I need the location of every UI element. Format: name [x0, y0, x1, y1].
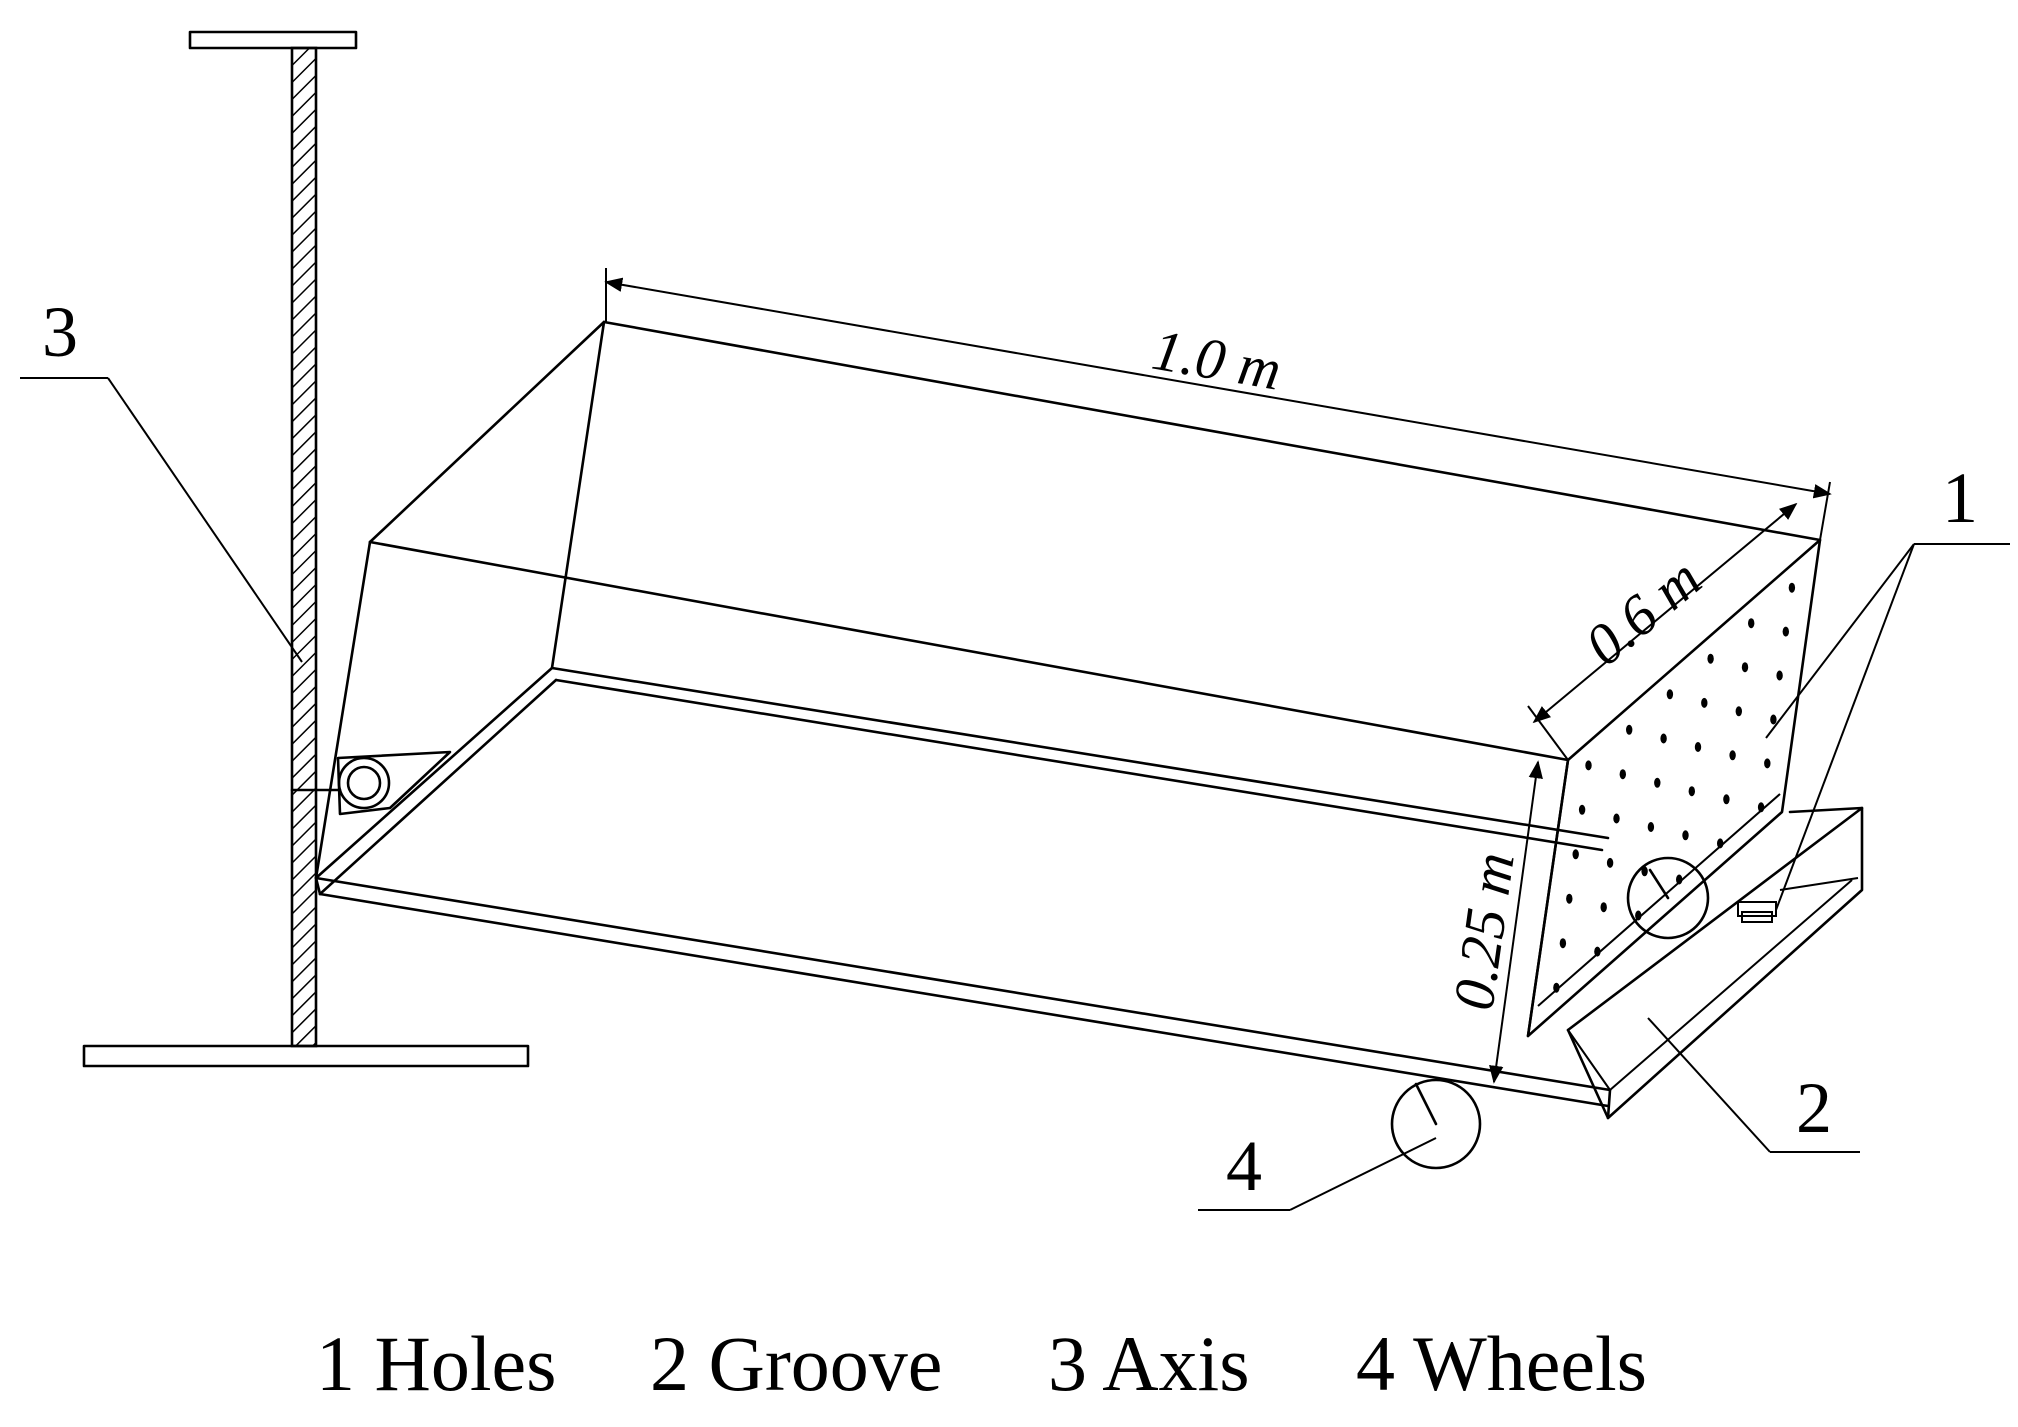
wheel-front: [1390, 1078, 1482, 1170]
callout-3: 3: [42, 292, 78, 372]
callout-leaders: [20, 377, 2010, 1211]
wheel-rear: [1626, 856, 1710, 940]
hole: [1594, 946, 1601, 957]
hole: [1559, 938, 1567, 949]
axis-post: [290, 46, 318, 1048]
hole: [1578, 804, 1586, 815]
hole: [1748, 618, 1755, 629]
dimension-width-label: 0.6 m: [1573, 545, 1714, 678]
hole: [1717, 838, 1724, 849]
hole: [1635, 910, 1642, 921]
callout-2: 2: [1796, 1068, 1832, 1148]
hole: [1701, 697, 1708, 708]
hole: [1682, 830, 1689, 841]
callout-4: 4: [1226, 1126, 1262, 1206]
callout-1: 1: [1942, 458, 1978, 538]
hole: [1647, 822, 1655, 832]
hole: [1553, 982, 1560, 993]
legend-item-wheels: 4 Wheels: [1356, 1320, 1647, 1407]
hole: [1613, 813, 1620, 824]
dimension-length-label: 1.0 m: [1148, 317, 1286, 403]
hole: [1572, 849, 1579, 860]
legend-item-holes: 1 Holes: [316, 1320, 556, 1407]
hole: [1606, 857, 1614, 868]
hole: [1666, 689, 1674, 700]
hole: [1676, 874, 1683, 885]
hole: [1788, 582, 1796, 593]
dimension-height-label: 0.25 m: [1441, 848, 1527, 1013]
box-frame: [314, 320, 1822, 880]
hole: [1641, 866, 1648, 877]
hole: [1782, 626, 1790, 637]
hole: [1688, 786, 1696, 797]
hole: [1729, 750, 1736, 761]
hole: [1619, 769, 1627, 780]
legend: 1 Holes 2 Groove 3 Axis 4 Wheels: [316, 1320, 1647, 1407]
hole: [1660, 733, 1667, 744]
hinge-bracket: [290, 750, 452, 816]
hole: [1764, 758, 1771, 769]
base-plate: [314, 666, 1612, 1108]
hole: [1600, 902, 1607, 913]
stand-top-cap: [188, 30, 358, 50]
hole: [1566, 893, 1573, 904]
hole: [1626, 724, 1633, 735]
hole: [1741, 662, 1749, 673]
hole: [1654, 777, 1661, 788]
groove-tray: [1566, 806, 1864, 1120]
hole: [1585, 760, 1592, 771]
stand-base: [82, 1044, 530, 1068]
axis-stand: [82, 30, 530, 1068]
dimension-lines: [604, 268, 1832, 1084]
legend-item-groove: 2 Groove: [650, 1320, 942, 1407]
legend-item-axis: 3 Axis: [1048, 1320, 1250, 1407]
hole: [1694, 742, 1702, 752]
hole: [1757, 802, 1765, 813]
hole: [1707, 653, 1714, 664]
wheels: [1390, 856, 1710, 1170]
hole: [1770, 714, 1777, 725]
hole: [1735, 706, 1743, 717]
hole: [1723, 794, 1730, 805]
hole: [1776, 670, 1783, 681]
